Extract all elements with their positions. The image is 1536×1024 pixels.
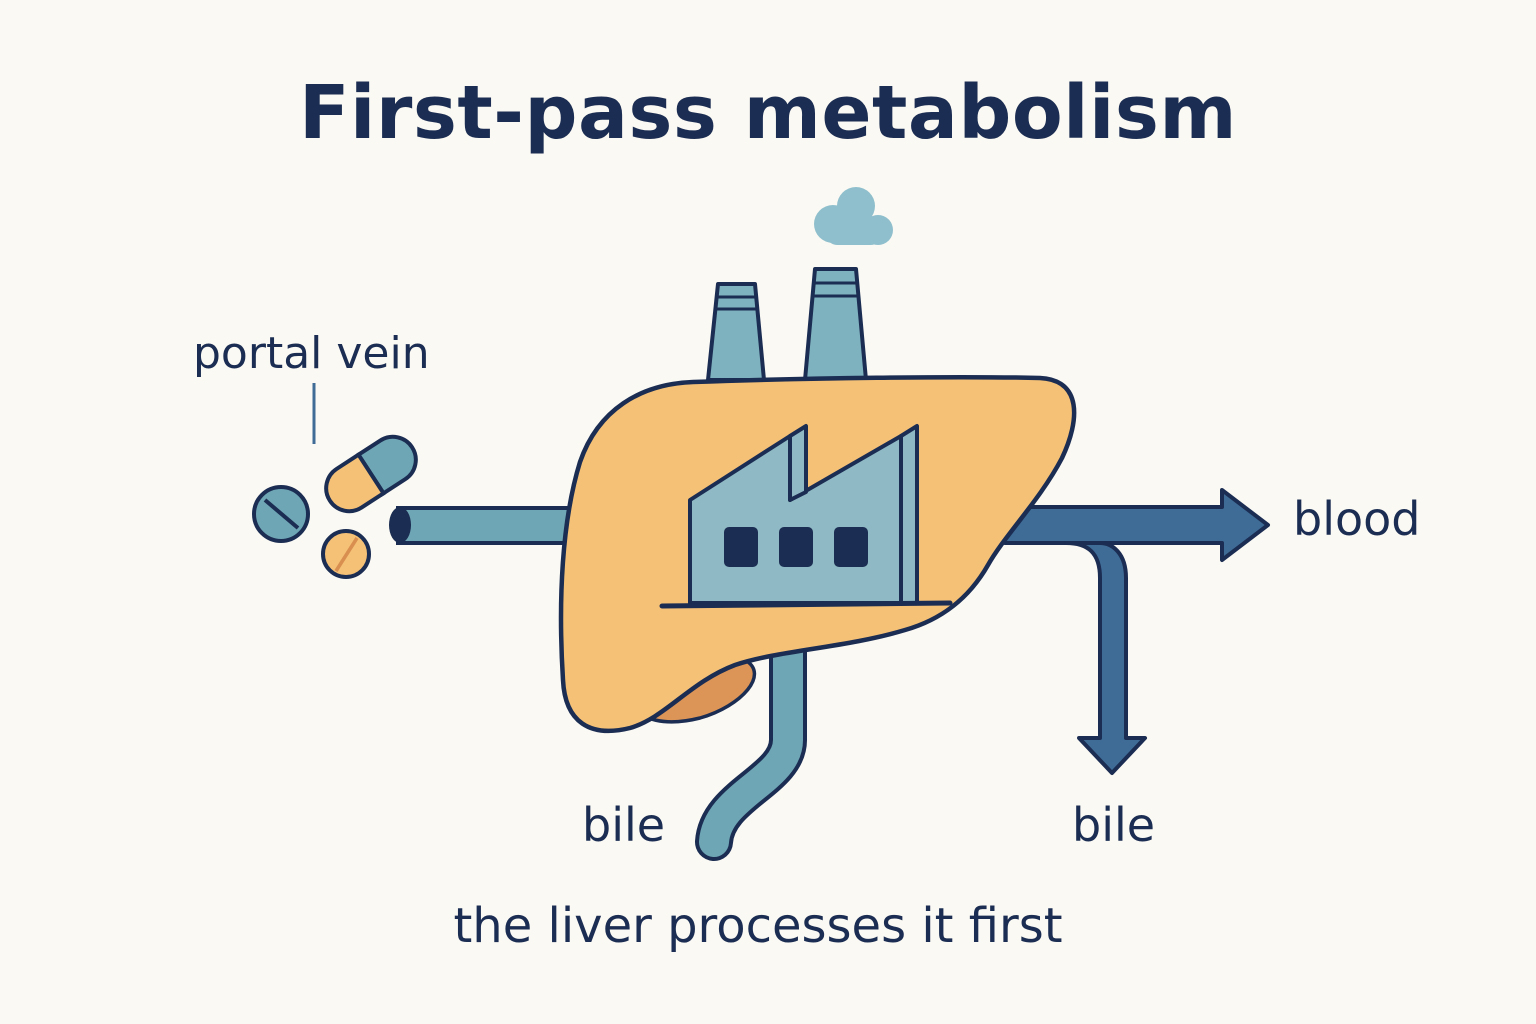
chimney-left-icon [706,282,766,382]
smoke-cloud-icon [814,187,893,245]
factory-window-3 [834,527,868,567]
diagram-title: First-pass metabolism [298,70,1238,156]
blood-label: blood [1293,492,1421,546]
chimney-right-icon [803,267,868,382]
portal-vein-tube [389,506,576,545]
factory-icon [659,424,953,609]
round-pill-orange-icon [321,529,371,579]
factory-window-1 [724,527,758,567]
factory-window-2 [779,527,813,567]
bile-label-left: bile [582,798,666,852]
bile-label-right: bile [1072,798,1156,852]
caption: the liver processes it first [453,898,1063,954]
portal-vein-label: portal vein [193,328,430,379]
bile-arrow-down [1064,541,1147,775]
capsule-pill-icon [324,434,418,514]
round-pill-teal-icon [252,485,310,543]
bile-duct-left [695,621,807,861]
blood-arrow [1003,488,1270,562]
